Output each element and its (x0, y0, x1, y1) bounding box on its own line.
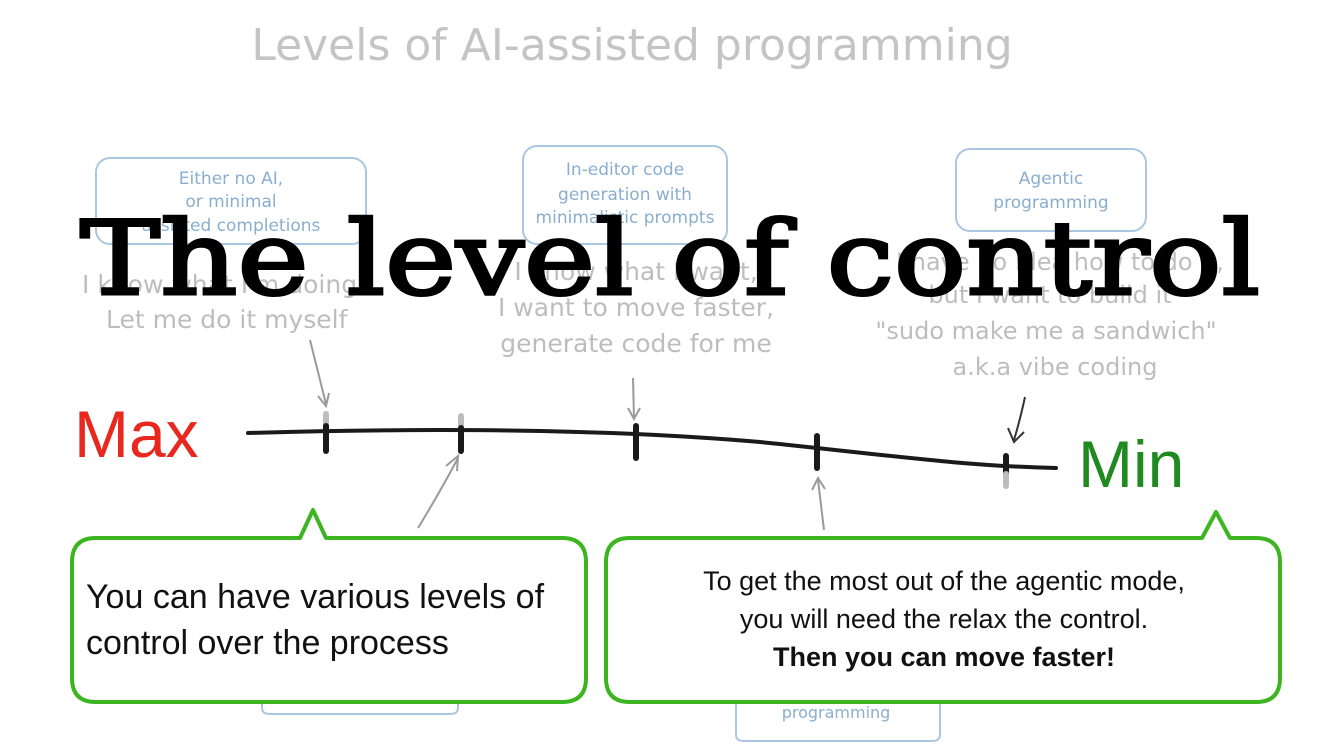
level-box-bottom-left-edge (261, 700, 459, 715)
level-box-no-ai-line: Either no AI, (179, 169, 283, 189)
level-box-no-ai-line: assisted completions (142, 216, 321, 236)
callout-left-text: You can have various levels of control o… (86, 578, 545, 662)
callout-right-text: To get the most out of the agentic mode,… (612, 562, 1276, 676)
callout-right-line: you will need the relax the control. (739, 604, 1149, 634)
level-box-no-ai-line: or minimal (185, 192, 276, 212)
quote-faster-line: generate code for me (500, 329, 772, 358)
quote-manual: I know what I'm doing Let me do it mysel… (82, 270, 357, 334)
arrows (309, 339, 826, 531)
scale-ticks (323, 411, 1009, 489)
quote-manual-line: I know what I'm doing (82, 270, 357, 299)
level-box-no-ai: Either no AI, or minimal assisted comple… (95, 157, 367, 245)
callout-left-bubble (70, 508, 588, 704)
scale-min-label: Min (1078, 427, 1184, 501)
callout-right-line: To get the most out of the agentic mode, (703, 566, 1185, 596)
quote-vibe-line: a.k.a vibe coding (953, 353, 1158, 381)
level-box-in-editor-line: In-editor code (566, 160, 684, 180)
level-box-in-editor-line: generation with (558, 185, 692, 205)
callout-right-emphasis: Then you can move faster! (772, 642, 1116, 672)
level-box-in-editor-line: minimalistic prompts (536, 208, 715, 228)
quote-vibe: I have no idea how to do it, but I want … (875, 248, 1224, 381)
level-box-bottom: programming (735, 700, 941, 742)
level-box-agentic: Agentic programming (955, 148, 1147, 232)
quote-manual-line: Let me do it myself (106, 305, 349, 334)
overlay-title: The level of control (80, 200, 1260, 319)
quote-faster-line: I want to move faster, (498, 293, 774, 322)
quote-faster-line: I know what I want, (514, 257, 757, 286)
level-box-bottom-line: programming (782, 703, 891, 722)
quote-vibe-line: "sudo make me a sandwich" (875, 317, 1216, 345)
control-scale-line (246, 427, 1058, 470)
diagram-title: Levels of AI-assisted programming (251, 20, 1012, 71)
level-box-in-editor: In-editor code generation with minimalis… (522, 145, 728, 245)
level-box-agentic-line: Agentic (1019, 169, 1083, 189)
level-box-agentic-line: programming (993, 193, 1108, 213)
quote-vibe-line: I have no idea how to do it, (896, 248, 1224, 276)
quote-faster: I know what I want, I want to move faste… (498, 257, 774, 358)
arrow-agentic (1007, 396, 1026, 444)
quote-vibe-line: but I want to build it (928, 281, 1171, 309)
callout-right-bubble (604, 510, 1282, 704)
scale-max-label: Max (74, 397, 199, 471)
